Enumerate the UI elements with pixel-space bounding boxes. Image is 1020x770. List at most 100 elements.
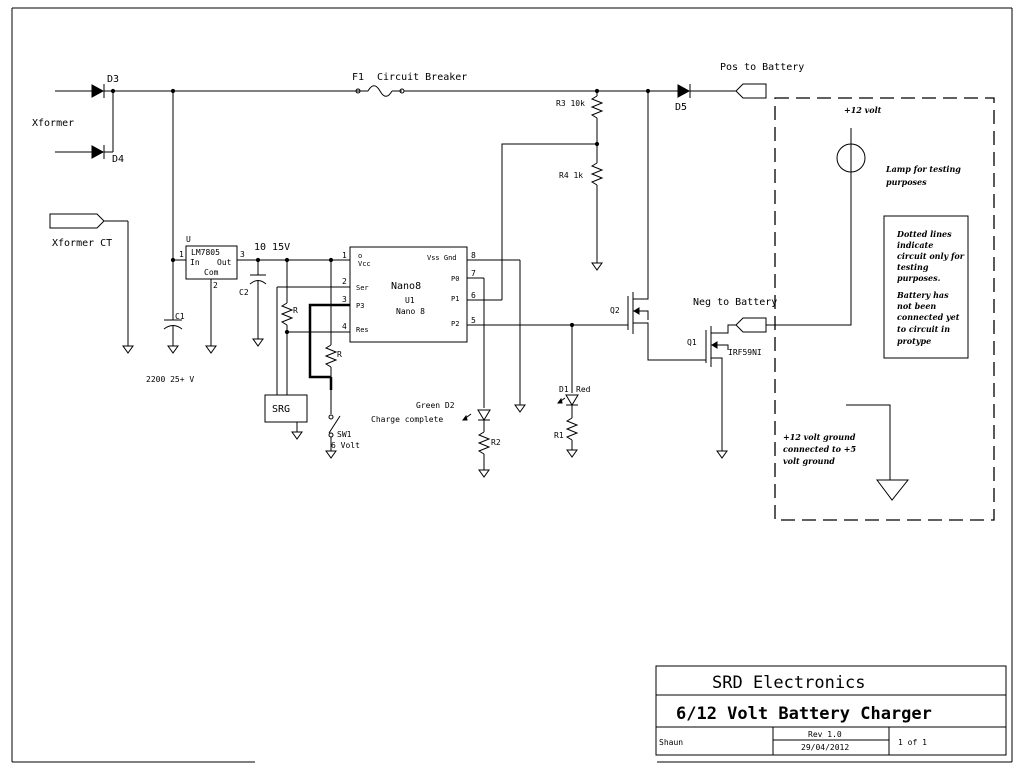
resistor-r-p3-label: R	[337, 350, 342, 359]
regulator-pin-in: In	[190, 258, 200, 267]
resistor-r3-label: R3 10k	[556, 99, 585, 108]
mcu-body	[349, 246, 468, 343]
diode-d3-label: D3	[107, 74, 119, 85]
mcu-pin1-num: 1	[342, 251, 347, 260]
mcu-pin7-name: P0	[451, 275, 459, 283]
voltage-divider	[501, 91, 604, 300]
ground-note-3: volt ground	[783, 456, 835, 466]
mcu-pin5-num: 5	[471, 316, 476, 325]
transistor-q2	[572, 91, 706, 361]
green-led-branch	[462, 278, 491, 478]
transistor-q1	[705, 170, 852, 459]
dotted-note-10: protype	[897, 336, 931, 346]
diode-d5-symbol	[677, 84, 691, 98]
title-author: Shaun	[659, 738, 683, 747]
mcu-pin5-name: P2	[451, 320, 459, 328]
mcu-model: Nano 8	[396, 307, 425, 316]
pos-to-battery-label: Pos to Battery	[720, 62, 804, 73]
red-led-label: Red	[576, 385, 591, 394]
dotted-note-4: testing	[897, 262, 929, 272]
diode-d5-label: D5	[675, 102, 687, 113]
neg-to-battery-label: Neg to Battery	[693, 297, 777, 308]
mcu-pin3-num: 3	[342, 295, 347, 304]
srg-connector-body	[264, 394, 308, 423]
mcu-pin8-num: 8	[471, 251, 476, 260]
regulator-pin-out: Out	[217, 258, 232, 267]
resistor-r4-label: R4 1k	[559, 171, 583, 180]
mcu-pin6-num: 6	[471, 291, 476, 300]
dotted-note-7: not been	[897, 301, 936, 311]
transformer-ct	[49, 213, 134, 354]
dotted-note-9: to circuit in	[897, 324, 950, 334]
transformer-label: Xformer	[32, 118, 74, 129]
test-note-box	[883, 215, 969, 359]
regulator-pin3: 3	[240, 250, 245, 259]
regulator-ref: U	[186, 235, 191, 244]
diode-d4-label: D4	[112, 154, 124, 165]
resistor-r-ser-label: R	[293, 306, 298, 315]
mcu-pin4-name: Res	[356, 326, 369, 334]
regulator-lm7805	[163, 91, 331, 354]
red-led-symbol	[565, 394, 579, 406]
q1-part: IRF59NI	[728, 348, 762, 357]
mcu-pin7-num: 7	[471, 269, 476, 278]
title-date: 29/04/2012	[801, 743, 849, 752]
test-area-border	[774, 97, 995, 521]
dotted-note-1: Dotted lines	[896, 229, 952, 239]
switch-ref: SW1	[337, 430, 352, 439]
mcu-name: Nano8	[391, 281, 421, 292]
resistor-r2-label: R2	[491, 438, 501, 447]
dotted-note-6: Battery has	[896, 290, 949, 300]
red-led-branch	[557, 322, 579, 458]
lamp-note-1: Lamp for testing	[885, 164, 961, 174]
diode-d3-symbol	[91, 84, 105, 98]
mcu-pin3-name: P3	[356, 302, 364, 310]
mcu-pin4-num: 4	[342, 322, 347, 331]
xformer-ct-connector	[49, 213, 105, 229]
ground-note-2: connected to +5	[783, 444, 856, 454]
rail-voltage-label: 10 15V	[254, 242, 290, 253]
title-block	[655, 665, 1007, 756]
c1-value: 2200 25+ V	[146, 375, 194, 384]
title-company: SRD Electronics	[712, 673, 866, 693]
mcu-pin8-name: Vss Gnd	[427, 254, 457, 262]
lamp-note-2: purposes	[886, 177, 927, 187]
mcu-support	[264, 257, 350, 459]
positive-bus	[104, 83, 767, 99]
drawing-frame	[11, 7, 1013, 763]
test-area	[774, 97, 995, 521]
dotted-note-2: indicate	[897, 240, 933, 250]
mcu-ground	[514, 260, 526, 413]
neg-battery-connector	[735, 317, 767, 333]
test-ground-symbol	[876, 479, 910, 501]
mcu-ref: U1	[405, 296, 415, 305]
fuse-ref: F1	[352, 72, 364, 83]
title-main: 6/12 Volt Battery Charger	[676, 704, 932, 724]
title-sheet: 1 of 1	[898, 738, 927, 747]
c1-label: C1	[175, 312, 185, 321]
ground-note-1: +12 volt ground	[783, 432, 856, 442]
mcu-pin1-name: Vcc	[358, 260, 371, 268]
regulator-part: LM7805	[191, 248, 220, 257]
regulator-pin2: 2	[213, 281, 218, 290]
fuse-desc: Circuit Breaker	[377, 72, 467, 83]
regulator-pin1: 1	[179, 250, 184, 259]
mcu-pin2-name: Ser	[356, 284, 369, 292]
rectifier	[55, 84, 116, 159]
green-led-ref: Green D2	[416, 401, 455, 410]
mcu-pin1-mark: o	[358, 252, 362, 260]
green-led-symbol	[477, 409, 491, 421]
c2-label: C2	[239, 288, 249, 297]
resistor-r1-label: R1	[554, 431, 564, 440]
pos-battery-connector	[735, 83, 767, 99]
plus12-label: +12 volt	[844, 105, 882, 115]
mcu-pin6-name: P1	[451, 295, 459, 303]
dotted-note-8: connected yet	[897, 312, 960, 322]
q2-label: Q2	[610, 306, 620, 315]
title-rev: Rev 1.0	[808, 730, 842, 739]
dotted-note-3: circuit only for	[897, 251, 965, 261]
capacitor-c2	[249, 257, 267, 347]
green-led-label: Charge complete	[371, 415, 443, 424]
xformer-ct-label: Xformer CT	[52, 238, 112, 249]
